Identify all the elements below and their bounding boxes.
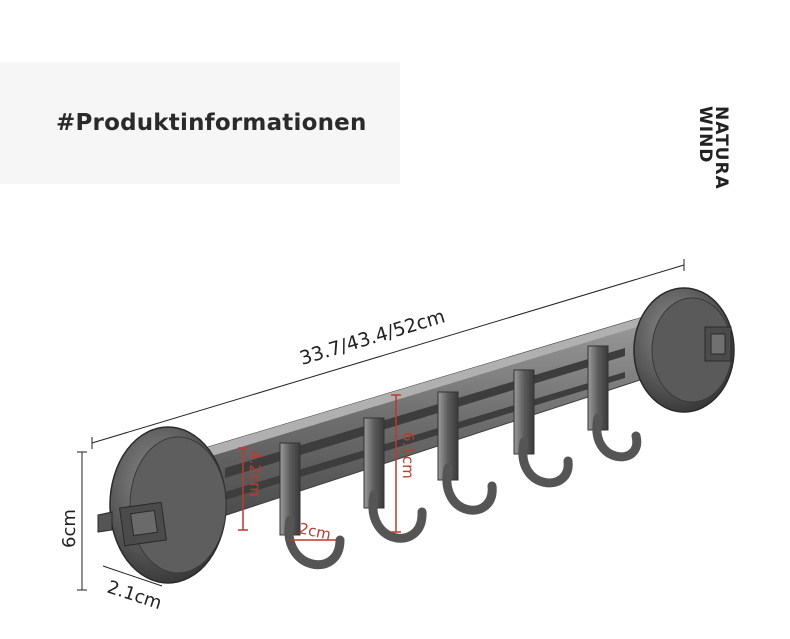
length-dimension-line — [91, 259, 685, 449]
height-label: 6cm — [59, 509, 80, 548]
brand-logo: NATURA WIND — [688, 106, 748, 202]
hooks — [279, 345, 642, 570]
depth-label: 2.1cm — [104, 577, 164, 614]
hook-height-dimension — [238, 447, 248, 531]
brand-line-1: NATURA — [711, 106, 731, 190]
heading-band — [0, 62, 400, 184]
height-dimension-line — [77, 451, 87, 591]
hook-total-label: 6.1cm — [399, 432, 417, 479]
right-suction-cup — [633, 287, 735, 413]
section-heading: #Produktinformationen — [56, 110, 367, 136]
hook-height-label: 4.2cm — [246, 450, 264, 497]
hook-3 — [437, 391, 497, 515]
depth-dimension-line — [102, 565, 163, 587]
length-label: 33.7/43.4/52cm — [297, 305, 448, 369]
hook-5 — [587, 345, 642, 462]
brand-line-2: WIND — [695, 106, 715, 164]
rail — [204, 317, 641, 523]
hook-2 — [363, 417, 427, 543]
hook-total-dimension — [391, 394, 401, 533]
hook-1 — [279, 442, 345, 570]
left-suction-cup — [97, 426, 227, 584]
hook-4 — [513, 369, 573, 488]
